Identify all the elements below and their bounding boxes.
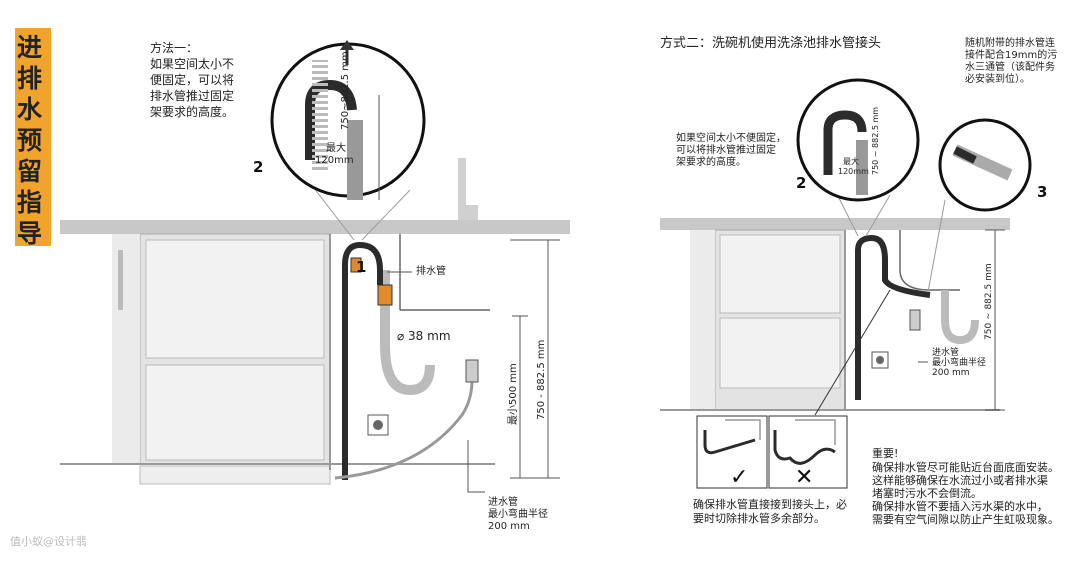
left-method-label: 方法一： <box>150 41 199 55</box>
check-mark: ✓ <box>730 465 748 490</box>
left-callout-1: 1 <box>356 258 367 276</box>
accessory-note: 随机附带的排水管连 接件配合19mm的污 水三通管（该配件务 必安装到位）。 <box>965 38 1058 85</box>
left-inlet-note: 进水管 最小弯曲半径 200 mm <box>488 497 548 532</box>
left-method-text: 如果空间太小不 便固定，可以将 排水管推过固定 架要求的高度。 <box>150 57 235 119</box>
left-faucet <box>458 158 478 220</box>
left-drain-hose <box>342 241 383 480</box>
title-accent-bar <box>15 28 51 246</box>
important-text: 确保排水管尽可能贴近台面底面安装。 这样能够确保在水流过小或者排水渠 堵塞时污水… <box>872 461 1059 526</box>
watermark: 值小蚁@设计翡 <box>10 535 87 548</box>
right-scene: ✓ ✕ <box>660 78 1032 490</box>
right-method-title: 方式二：洗碗机使用洗涤池排水管接头 <box>660 36 882 51</box>
left-inlet-hose <box>334 379 474 480</box>
min-500: 最小500 mm <box>508 363 519 425</box>
right-height-range: 750 ~ 882.5 mm <box>984 263 994 340</box>
left-zoom-max: 最大 <box>326 143 346 154</box>
left-drain-trap <box>380 270 435 396</box>
right-drain-hose <box>855 234 931 400</box>
cross-mark: ✕ <box>795 465 813 490</box>
right-zoom-max: 最大 <box>843 157 859 166</box>
left-zoom-120: 120mm <box>315 155 354 166</box>
left-zoom-height: 750~882.5 mm <box>340 51 351 130</box>
right-small-note: 如果空间太小不便固定， 可以将排水管推过固定 架要求的高度。 <box>676 133 786 168</box>
left-countertop <box>60 220 570 234</box>
left-callout-2: 2 <box>253 158 264 176</box>
right-zoom-height: 750 ~ 882.5 mm <box>871 106 880 175</box>
right-callout-2: 2 <box>796 174 807 192</box>
page-title: 进排水预留指导 <box>17 33 43 248</box>
important-title: 重要! <box>872 447 899 460</box>
direct-connect-note: 确保排水管直接接到接头上，必 要时切除排水管多余部分。 <box>693 498 847 525</box>
pipe-diameter: ⌀ 38 mm <box>397 329 451 343</box>
left-height-range: 750 - 882.5 mm <box>536 339 547 420</box>
right-zoom-120: 120mm <box>838 167 869 176</box>
drain-hose-label: 排水管 <box>416 266 446 277</box>
right-inlet-note: 进水管 最小弯曲半径 200 mm <box>932 348 987 378</box>
left-scene <box>60 40 570 493</box>
right-callout-3: 3 <box>1037 183 1048 201</box>
right-countertop <box>660 218 1010 230</box>
